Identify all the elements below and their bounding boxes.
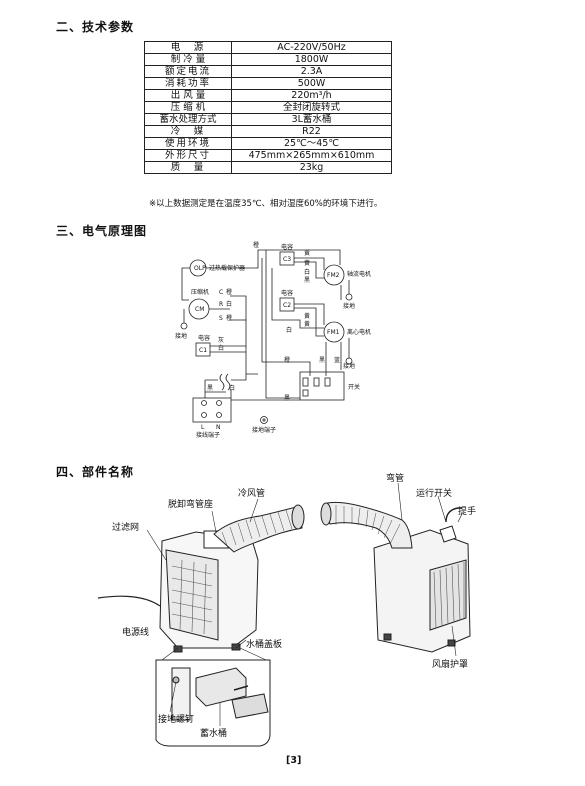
r-term: R — [219, 301, 223, 308]
ground-terminal-label: 接地端子 — [252, 426, 276, 434]
page-number: [3] — [286, 755, 302, 766]
fm1-text: FM1 — [327, 329, 340, 336]
wire-black-sw: 黑 — [319, 357, 325, 364]
drain-seat-label: 脱卸弯管座 — [168, 500, 214, 510]
spec-row: 压 缩 机全封闭旋转式 — [144, 101, 392, 114]
c2-text: C2 — [283, 302, 291, 309]
c1-capacitor-label: 电容 — [198, 334, 210, 342]
power-cord-label: 电源线 — [122, 628, 150, 638]
wire-white-fm2: 白 — [304, 268, 310, 276]
spec-note: ※以上数据测定是在温度35℃、相对湿度60%的环境下进行。 — [149, 199, 383, 209]
spec-value: 23kg — [231, 161, 392, 174]
wire-blue-sw: 蓝 — [334, 356, 340, 364]
wire-yellow-c3-2: 黄 — [304, 259, 310, 267]
cold-duct-label: 冷风管 — [238, 489, 266, 499]
switch-box — [299, 371, 345, 401]
ground1-label: 接地 — [175, 332, 187, 340]
fan-guard-label: 风扇护罩 — [432, 660, 469, 670]
olp-label: 过热载保护器 — [209, 264, 245, 272]
wire-s-orange: 橙 — [226, 314, 232, 322]
wire-black-bottom: 黑 — [284, 395, 290, 402]
fm2-symbol — [323, 264, 345, 286]
ground-terminal-symbol — [260, 416, 268, 424]
ground-screw-label: 接地螺钉 — [158, 715, 195, 725]
wire-black-fm2: 黑 — [304, 277, 310, 284]
circuit-diagram — [180, 249, 353, 424]
tank-cover-label: 水桶盖板 — [246, 640, 283, 650]
terminal-block-box — [192, 397, 232, 423]
wire-yellow-c3-1: 黄 — [304, 249, 310, 257]
fm1-symbol — [323, 321, 345, 343]
c3-text: C3 — [283, 256, 291, 263]
ground2-symbol — [345, 293, 353, 301]
wire-orange-mid: 橙 — [284, 356, 290, 364]
s-term: S — [219, 315, 223, 322]
parts-section-title: 四、部件名称 — [56, 465, 135, 479]
capacitor-c2-box — [279, 297, 295, 312]
wire-yellow-c2-2: 黄 — [304, 320, 310, 328]
wire-white-fm1: 白 — [286, 326, 292, 334]
compressor-label: 压缩机 — [191, 288, 209, 296]
handle-label: 提手 — [458, 507, 477, 517]
elbow-label: 弯管 — [386, 474, 405, 484]
ground3-label: 接地 — [343, 362, 355, 370]
switch-label: 开关 — [348, 383, 360, 391]
capacitor-c1-box — [195, 342, 211, 357]
run-switch-label: 运行开关 — [416, 489, 453, 499]
circuit-labels: OLP 过热载保护器 压缩机 CM C R S 橙 白 橙 电容 C1 灰 白 … — [175, 241, 371, 439]
ground1-symbol — [180, 322, 188, 330]
wire-r-white: 白 — [226, 300, 232, 308]
tank-inset-illustration — [155, 647, 271, 747]
l-text: L — [201, 424, 205, 431]
wire-white-coil: 白 — [229, 384, 235, 392]
c3-capacitor-label: 电容 — [281, 243, 293, 251]
fm2-label: 轴流电机 — [347, 270, 371, 278]
unit-front-illustration — [97, 498, 305, 653]
olp-text: OLP — [194, 265, 206, 272]
cm-text: CM — [195, 306, 204, 313]
wire-black-coil: 黑 — [207, 385, 213, 392]
n-text: N — [216, 424, 221, 431]
ground2-label: 接地 — [343, 302, 355, 310]
fm1-label: 离心电机 — [347, 328, 371, 336]
terminal-block-label: 接线端子 — [196, 431, 220, 439]
wire-yellow-c2-1: 黄 — [304, 312, 310, 320]
circuit-section-title: 三、电气原理图 — [56, 224, 148, 238]
capacitor-c3-box — [279, 251, 295, 266]
wire-orange-top: 橙 — [253, 241, 259, 249]
wire-white-c1: 白 — [218, 344, 224, 352]
wire-gray: 灰 — [218, 336, 224, 344]
fm2-text: FM2 — [327, 272, 340, 279]
specs-section-title: 二、技术参数 — [56, 20, 135, 34]
c2-capacitor-label: 电容 — [281, 289, 293, 297]
c-term: C — [219, 289, 223, 296]
c1-text: C1 — [199, 347, 207, 354]
unit-rear-illustration — [320, 482, 471, 657]
water-tank-label: 蓄水桶 — [200, 729, 228, 739]
filter-label: 过滤网 — [112, 523, 140, 533]
wire-c-orange: 橙 — [226, 288, 232, 296]
